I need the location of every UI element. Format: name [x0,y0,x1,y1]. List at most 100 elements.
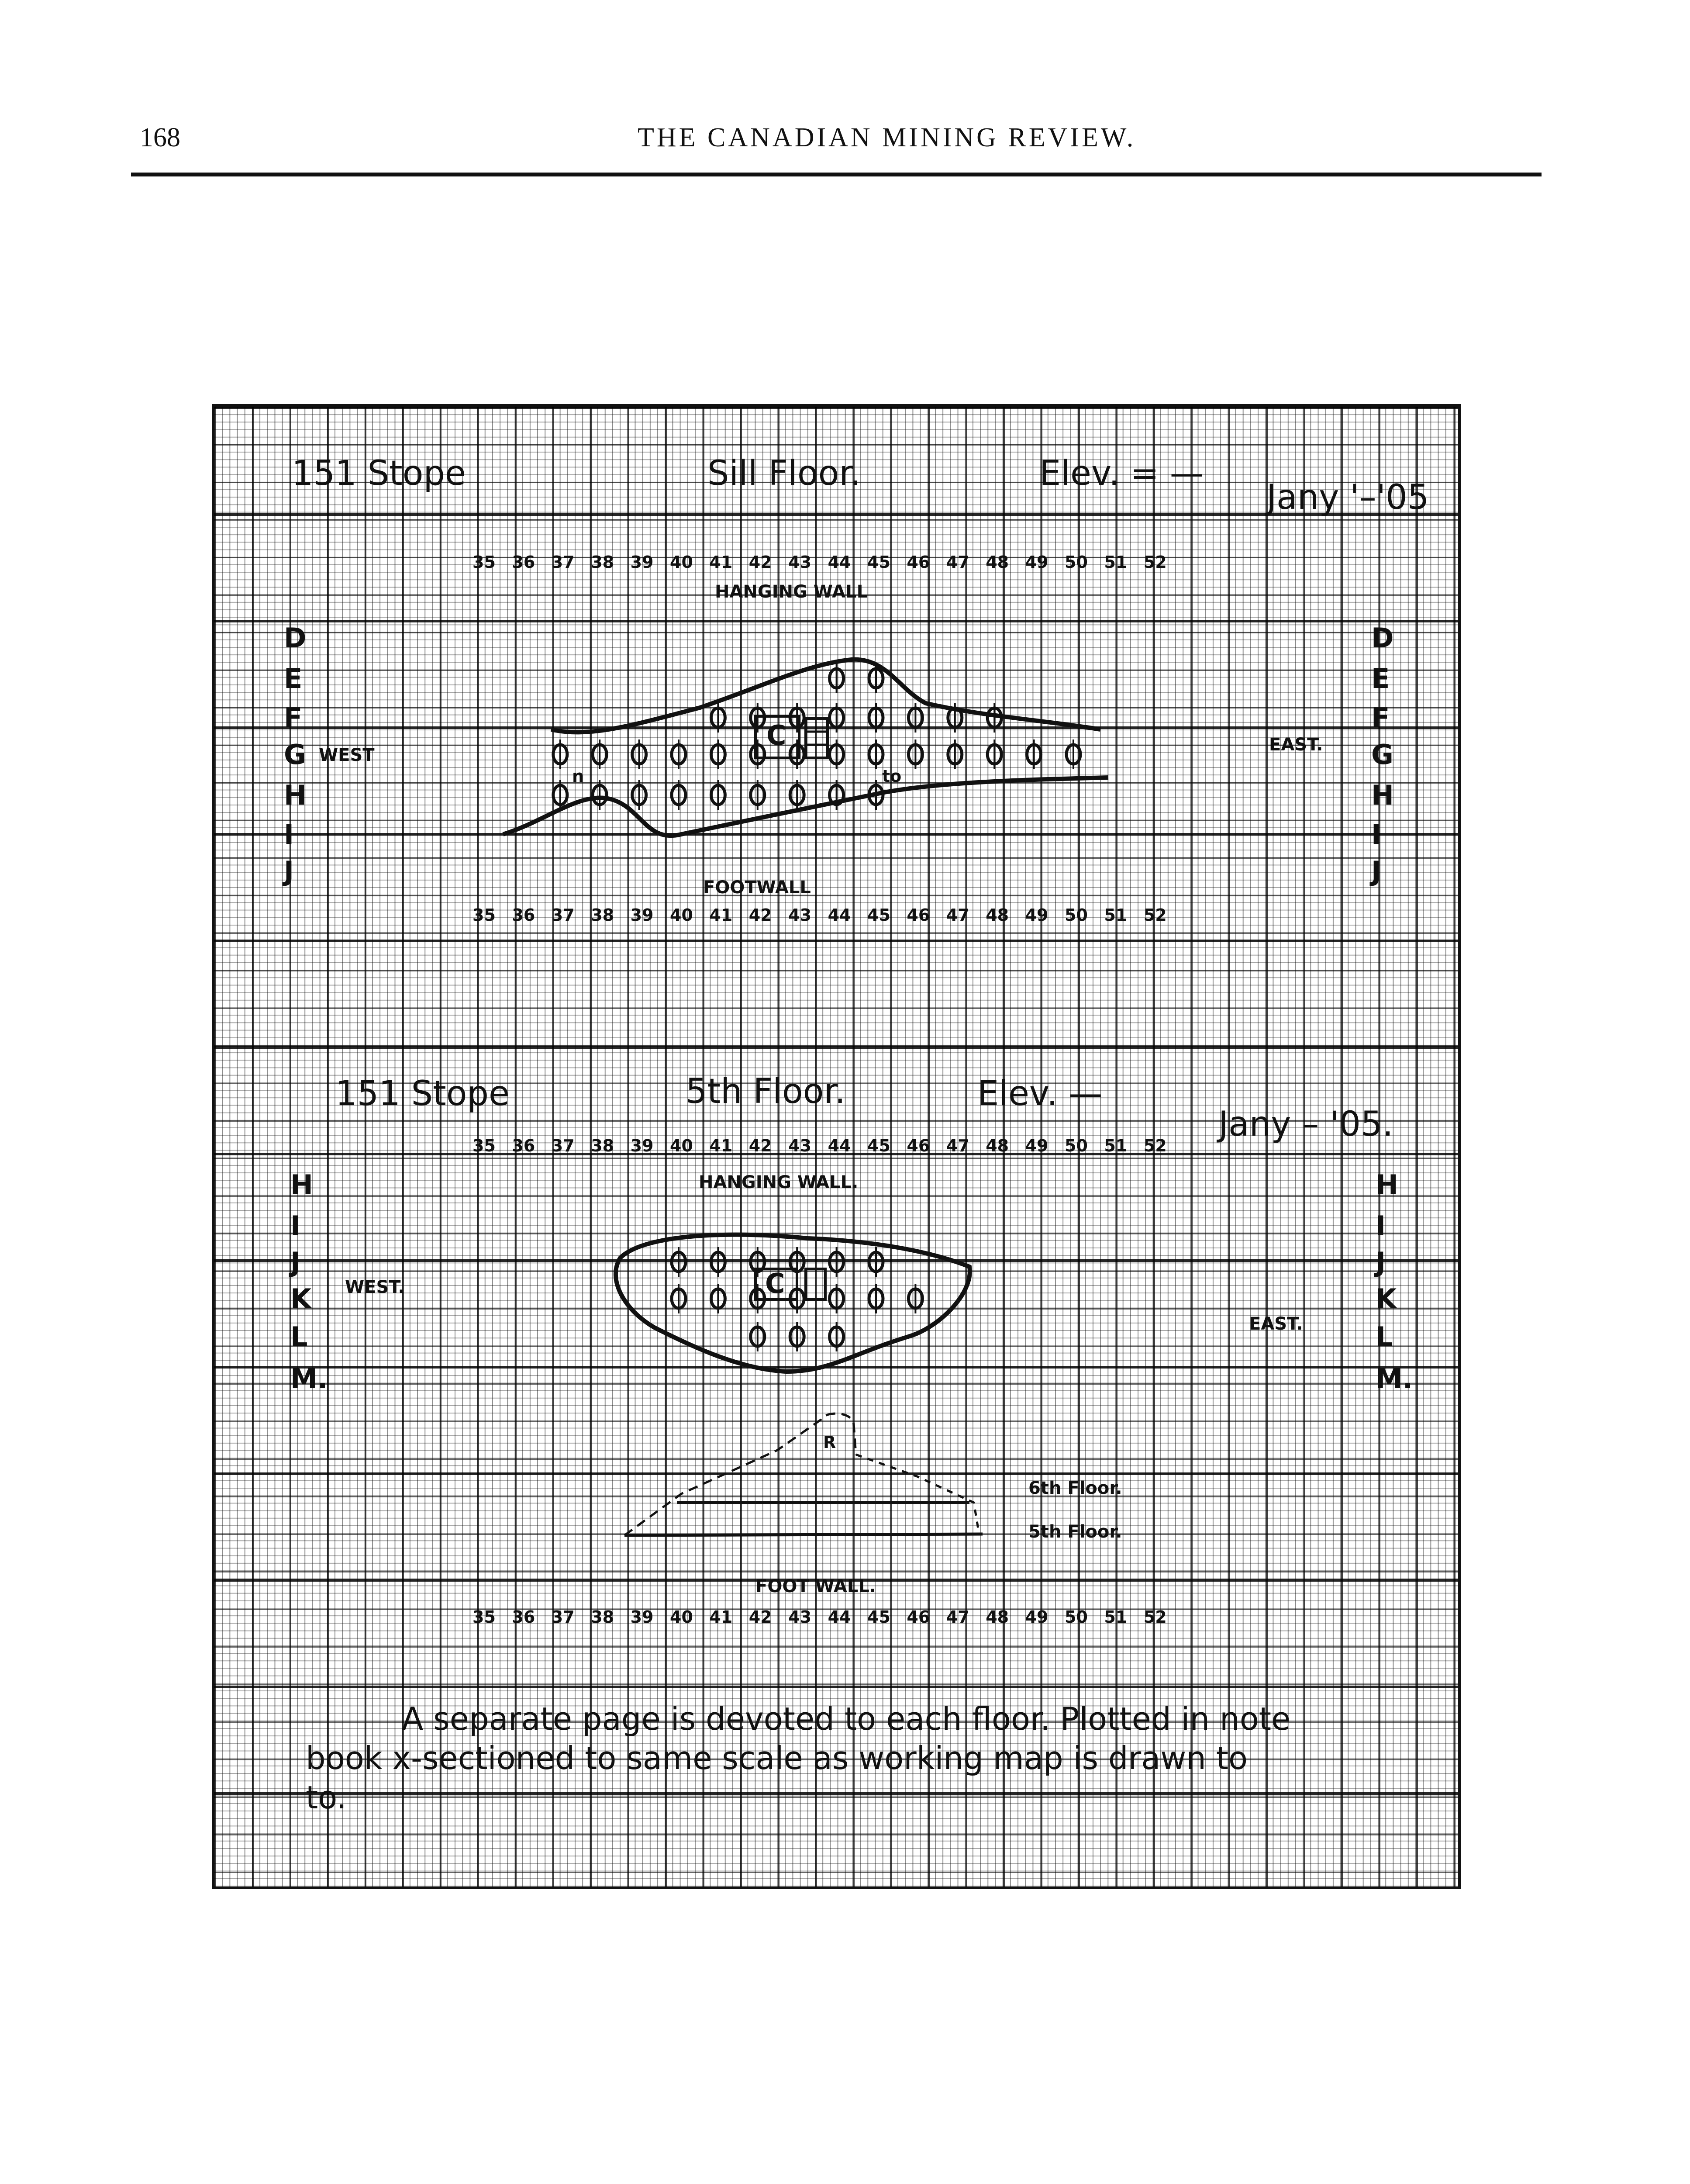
row-letter: H [290,1169,313,1201]
column-number: 51 [1104,905,1127,925]
ladder-icon [804,1268,827,1301]
row-letter: L [290,1321,308,1353]
column-number: 51 [1104,1607,1127,1627]
row-letter: J [282,855,294,887]
row-letter: J [289,1246,300,1278]
row-letter: K [1376,1283,1397,1315]
column-number: 40 [670,1136,693,1155]
sheet2-hanging-wall: HANGING WALL. [699,1172,858,1192]
column-number: 39 [631,1607,654,1627]
column-number: 38 [591,905,614,925]
row-letter: F [1371,702,1390,734]
column-number: 36 [512,905,535,925]
sheet1-mark-to: to [882,767,901,786]
column-number: 40 [670,553,693,572]
column-number: 38 [591,553,614,572]
sheet2-cross-section: R [624,1412,983,1537]
header-rule [131,173,1542,176]
column-number: 43 [788,553,811,572]
column-number: 52 [1144,1607,1167,1627]
sheet2-drill-holes [670,1247,924,1351]
column-number: 51 [1104,1136,1127,1155]
column-number: 42 [749,1136,772,1155]
column-number: 42 [749,905,772,925]
row-letter: E [1371,663,1390,695]
column-number: 41 [709,1136,732,1155]
column-number: 43 [788,905,811,925]
column-number: 35 [473,905,496,925]
row-letter: E [284,663,302,695]
column-number: 42 [749,553,772,572]
sheet2-elevation: Elev. — [977,1074,1103,1113]
sheet2-chute: C [754,1268,827,1301]
sheet1-hanging-wall: HANGING WALL [715,582,868,602]
column-number: 37 [552,905,575,925]
row-letter: I [284,819,294,850]
sheet2-footwall: FOOT WALL. [755,1576,876,1597]
sheet1-drill-holes [552,663,1082,810]
row-letter: J [1369,855,1381,887]
column-number: 50 [1065,1136,1088,1155]
sheet1-chute: C [754,715,829,759]
column-number: 44 [828,553,851,572]
column-number: 35 [473,1136,496,1155]
row-letter: G [284,739,306,771]
column-number: 35 [473,553,496,572]
column-number: 50 [1065,905,1088,925]
column-number: 45 [867,1607,890,1627]
row-letter: D [284,622,306,654]
column-number: 48 [986,905,1009,925]
column-number: 42 [749,1607,772,1627]
column-number: 52 [1144,1136,1167,1155]
column-number: 52 [1144,905,1167,925]
sheet1-east: EAST. [1269,735,1323,755]
row-letter: I [1371,819,1381,850]
note-line-2: book x-sectioned to same scale as workin… [306,1740,1248,1776]
sheet1-floor-title: Sill Floor. [707,454,861,493]
row-letter: M. [290,1363,328,1395]
column-number: 36 [512,553,535,572]
column-number: 43 [788,1607,811,1627]
sheet1-chute-label: C [766,719,786,751]
column-number: 44 [828,905,851,925]
column-number: 49 [1025,1136,1048,1155]
sheet1-footwall: FOOTWALL [703,878,811,898]
column-number: 46 [907,1136,930,1155]
column-number: 44 [828,1607,851,1627]
column-number: 48 [986,553,1009,572]
row-letter: F [284,702,302,734]
column-number: 47 [946,905,969,925]
column-number: 49 [1025,553,1048,572]
column-number: 47 [946,553,969,572]
column-number: 36 [512,1136,535,1155]
note-line-1: A separate page is devoted to each floor… [402,1700,1290,1737]
sheet2-stope-title: 151 Stope [335,1074,510,1113]
column-number: 38 [591,1607,614,1627]
graph-paper [212,404,1461,1889]
column-number: 46 [907,553,930,572]
sheet2-date: Jany – '05. [1216,1105,1393,1144]
row-letter: K [290,1283,312,1315]
column-number: 45 [867,905,890,925]
sheet1-stope-title: 151 Stope [292,454,466,493]
column-number: 40 [670,1607,693,1627]
column-number: 46 [907,1607,930,1627]
column-number: 37 [552,1136,575,1155]
sheet1-hanging-wall-outline [550,657,1101,735]
stope-plans: 151 Stope Sill Floor. Elev. = — Jany '–'… [282,454,1429,1816]
column-number: 49 [1025,905,1048,925]
column-number: 47 [946,1136,969,1155]
row-letter: J [1374,1246,1386,1278]
column-number: 39 [631,905,654,925]
row-letter: H [284,779,307,811]
column-number: 50 [1065,1607,1088,1627]
sheet2-ore-outline [614,1232,972,1374]
sheet1-footwall-outline [502,775,1109,838]
column-number: 37 [552,553,575,572]
column-number: 39 [631,1136,654,1155]
column-number: 48 [986,1607,1009,1627]
row-letter: H [1371,779,1394,811]
